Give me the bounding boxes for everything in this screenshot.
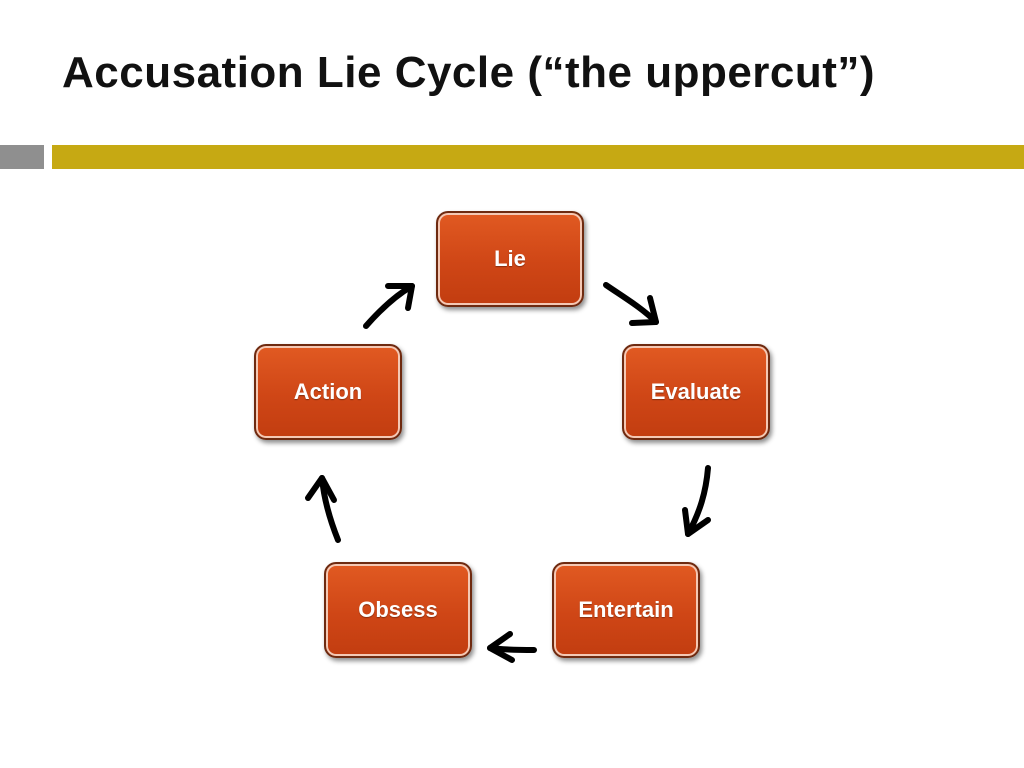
header-gray-bar: [0, 145, 44, 169]
cycle-node-obsess: Obsess: [324, 562, 472, 658]
arrow-action-to-lie: [363, 283, 415, 329]
header-accent-bar: [52, 145, 1024, 169]
cycle-node-entertain: Entertain: [552, 562, 700, 658]
arrow-lie-to-evaluate: [603, 282, 659, 326]
cycle-node-evaluate: Evaluate: [622, 344, 770, 440]
cycle-node-action: Action: [254, 344, 402, 440]
arrow-obsess-to-action: [305, 475, 341, 543]
slide-title: Accusation Lie Cycle (“the uppercut”): [62, 48, 876, 97]
arrow-evaluate-to-entertain: [682, 465, 711, 537]
cycle-node-lie: Lie: [436, 211, 584, 307]
arrow-entertain-to-obsess: [487, 631, 537, 663]
